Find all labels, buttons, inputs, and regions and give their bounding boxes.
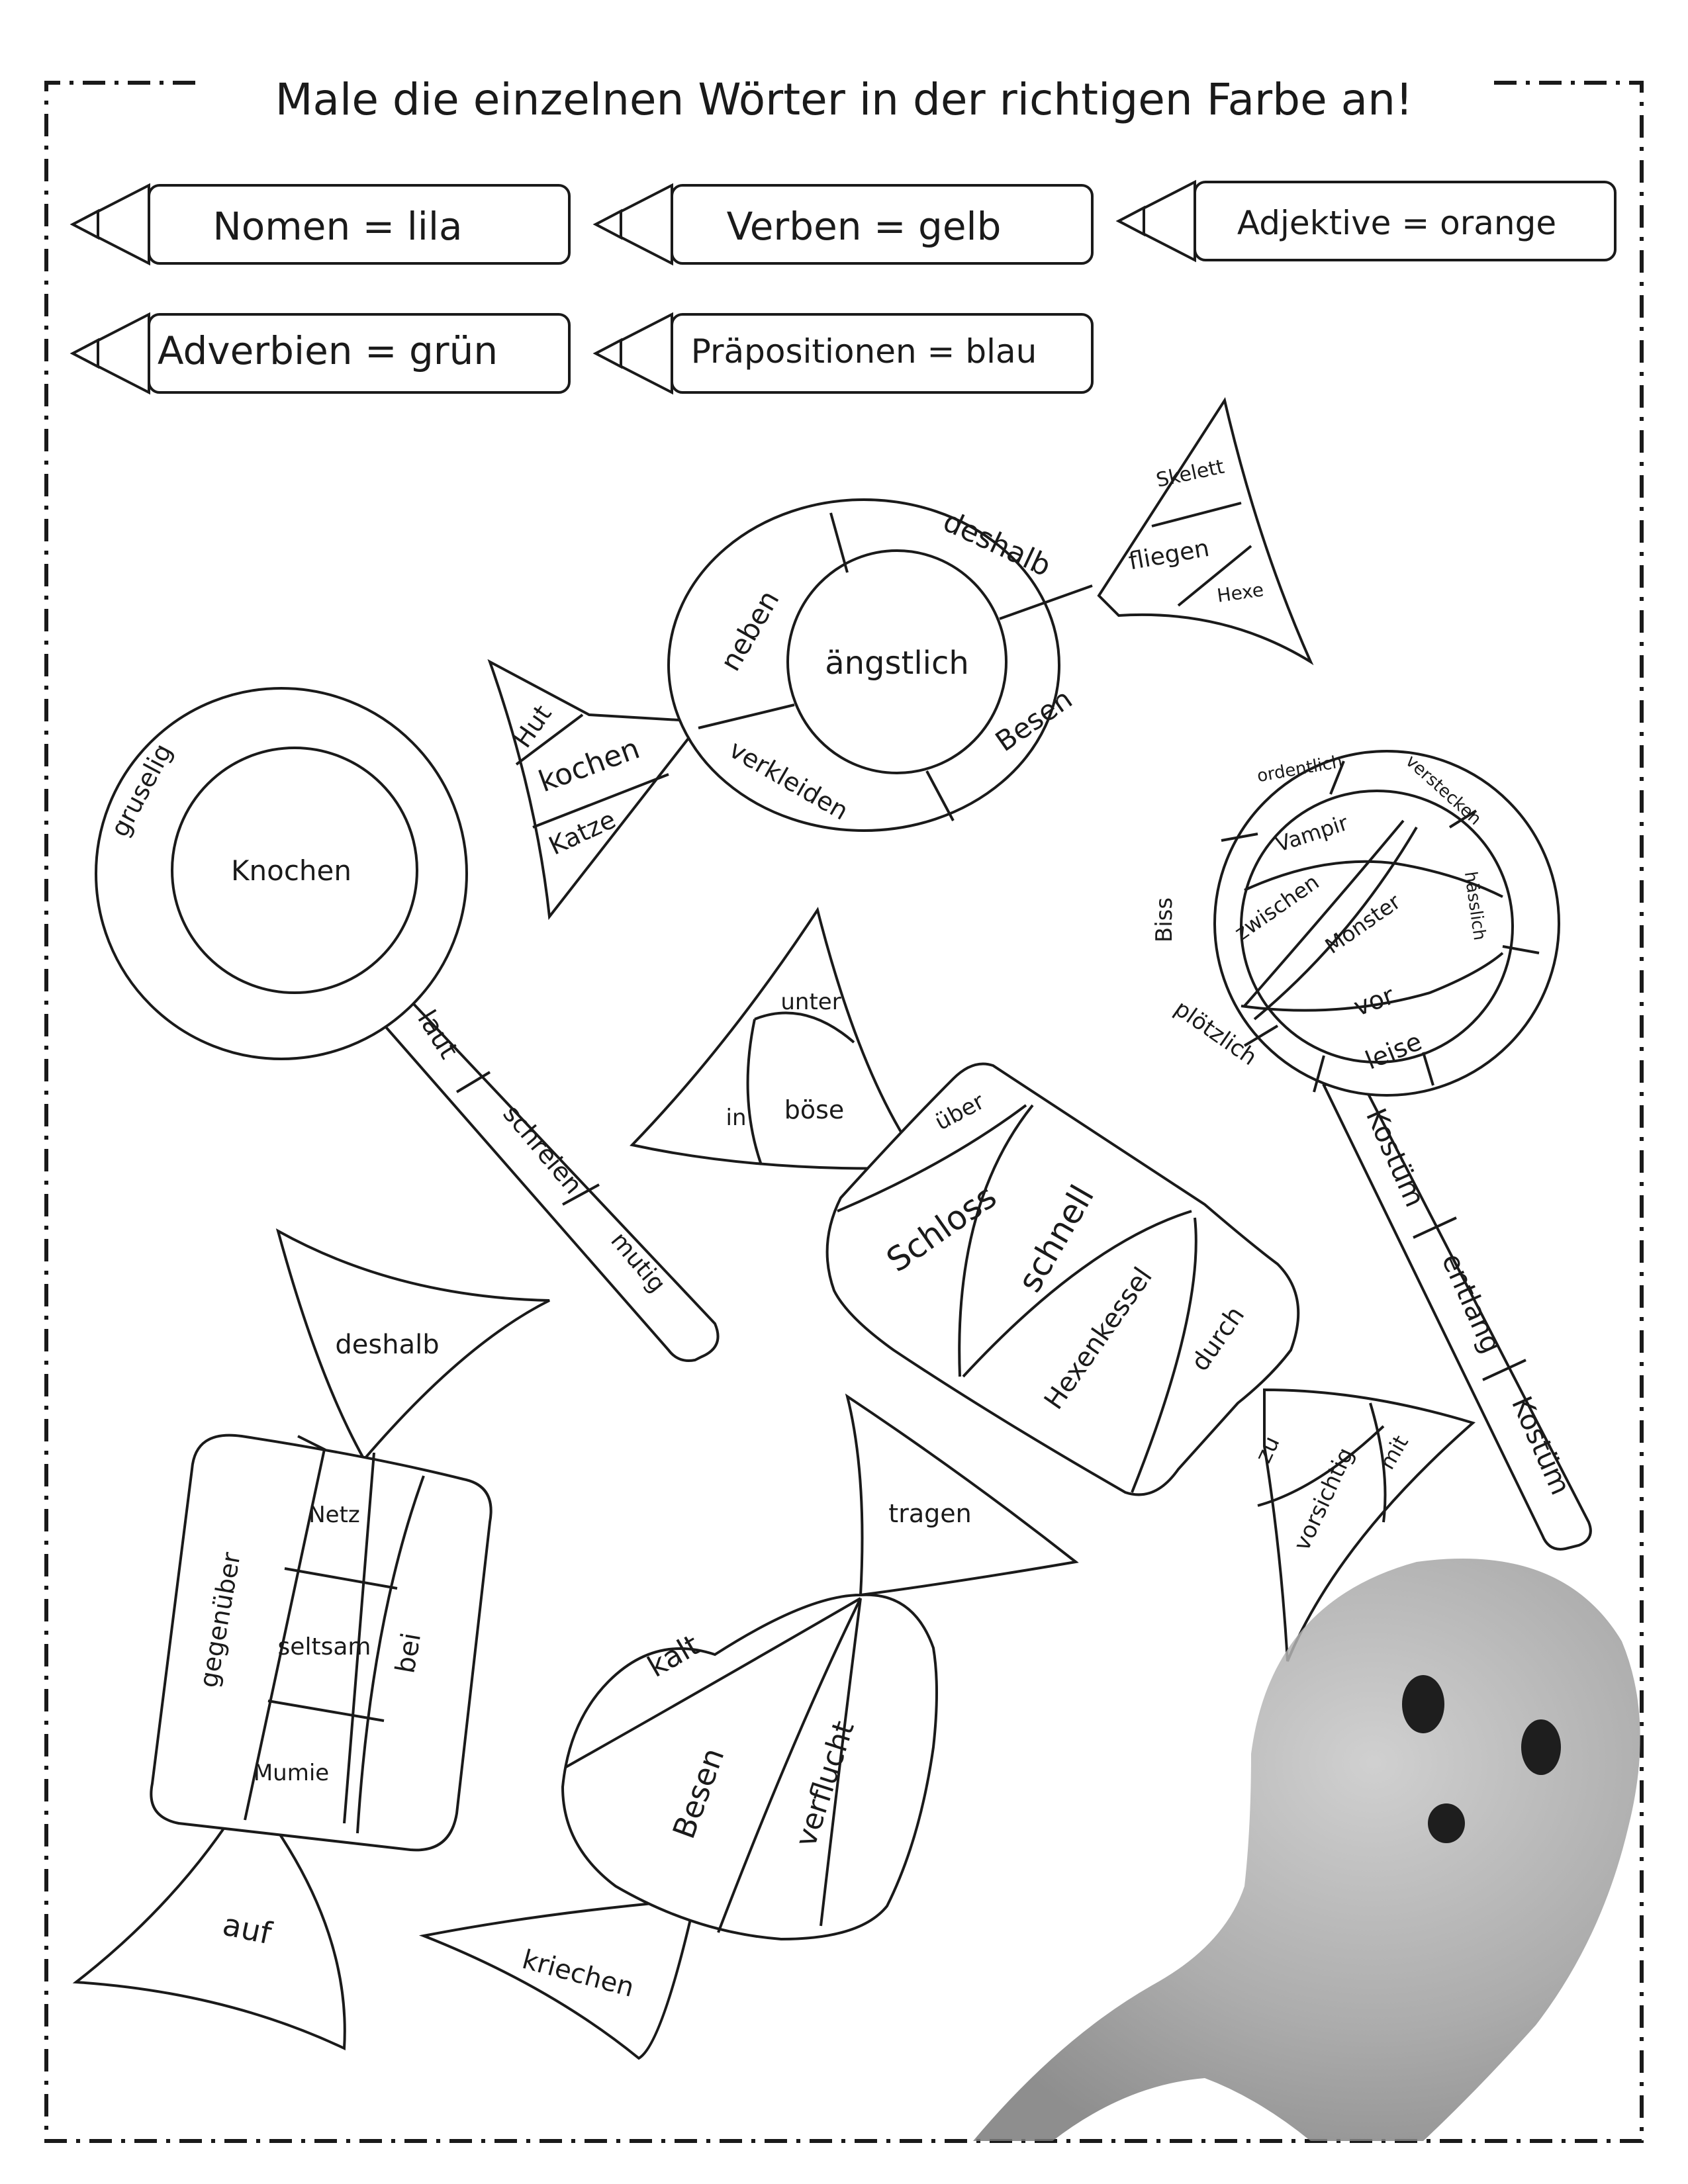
legend-crayon-adjektive: Adjektive = orange [1115, 179, 1617, 263]
legend-crayon-nomen: Nomen = lila [70, 183, 571, 266]
lollipop-left: Knochen gruselig laut schreien mutig [95, 687, 720, 1362]
candy-middle: in unter böse über Schloss schnell Hexen… [630, 907, 1476, 1662]
word-wrap: böse [784, 1095, 845, 1124]
word-side: bei [390, 1631, 427, 1676]
legend-label: Nomen = lila [212, 204, 462, 249]
word-center: Knochen [231, 854, 352, 887]
candy-wrapper-bottom [418, 1897, 697, 2060]
lollipop-stick [365, 978, 720, 1362]
candy-wrapper-right [1097, 396, 1314, 666]
candy-bottom-left: Netz seltsam Mumie gegenüber bei deshalb… [72, 1228, 550, 2051]
word-body: seltsam [278, 1633, 371, 1661]
word-wrap: in [726, 1105, 747, 1131]
candy-wrapper-top [275, 1228, 550, 1462]
word-center: ängstlich [825, 645, 969, 682]
candy-bottom-middle: kalt Besen verflucht tragen kriechen [418, 1393, 1079, 2060]
legend-crayon-praepositionen: Präpositionen = blau [592, 312, 1094, 395]
word-ring: Biss [1151, 897, 1178, 942]
ghost-icon [973, 1559, 1640, 2141]
candy-wrapper-top [845, 1393, 1079, 1597]
word-body: Netz [308, 1502, 360, 1528]
legend-crayon-verben: Verben = gelb [592, 183, 1094, 266]
page-border [44, 81, 1644, 2143]
candy-top: ängstlich deshalb neben Besen verkleiden… [487, 396, 1314, 921]
candy-wrapper-left [487, 659, 704, 921]
candy-body [561, 1593, 938, 1941]
word-wrap: unter [780, 989, 841, 1015]
legend-label: Verben = gelb [727, 204, 1002, 249]
legend-label: Präpositionen = blau [691, 332, 1037, 371]
legend-label: Adverbien = grün [158, 328, 498, 373]
legend-label: Adjektive = orange [1237, 204, 1556, 242]
word-wrap: deshalb [335, 1330, 439, 1360]
word-wrap: tragen [888, 1499, 971, 1528]
word-body: Mumie [254, 1760, 329, 1786]
candy-body [150, 1433, 492, 1852]
legend-crayon-adverbien: Adverbien = grün [70, 312, 571, 395]
lollipop-stick [1322, 1070, 1592, 1551]
page-title: Male die einzelnen Wörter in der richtig… [275, 74, 1413, 125]
candy-body [825, 1062, 1300, 1496]
candy-wrapper-right [1263, 1388, 1476, 1662]
candy-wrapper-bottom [72, 1825, 346, 2051]
candy-wrapper-left [630, 907, 922, 1170]
